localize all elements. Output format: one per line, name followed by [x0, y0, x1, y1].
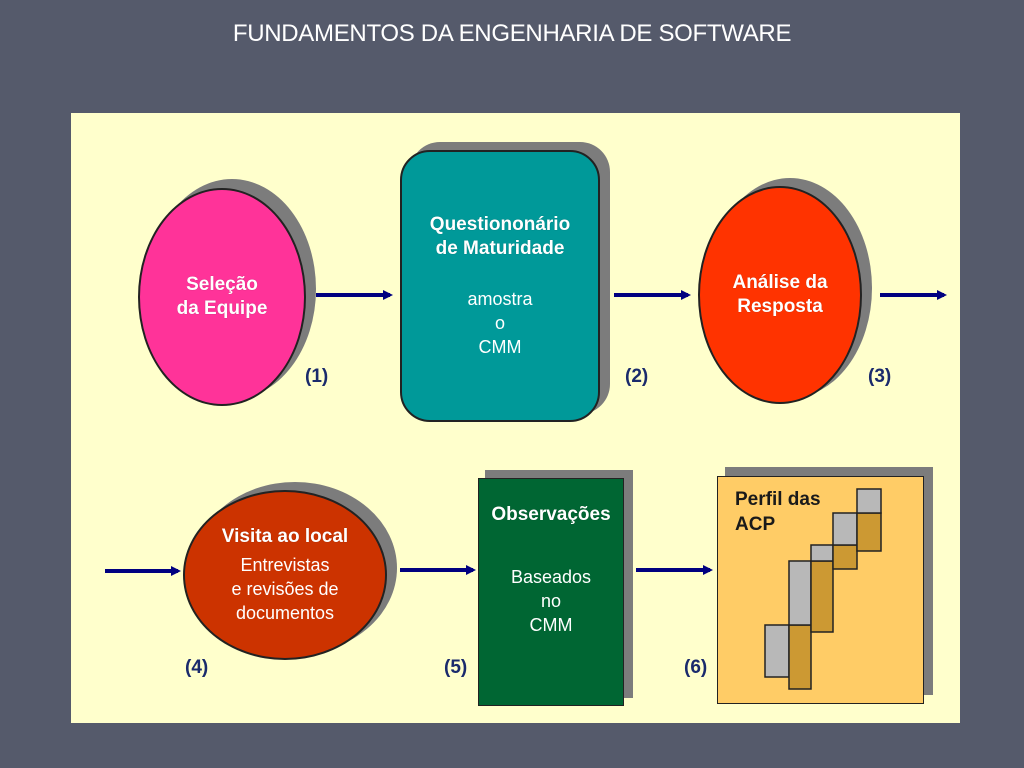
- step-label-5: (5): [444, 657, 468, 678]
- node-3-line2: Resposta: [737, 296, 823, 317]
- node-2-title2: de Maturidade: [435, 238, 565, 259]
- stair-bar-2-gray: [788, 560, 812, 626]
- node-4-body1: Entrevistas: [240, 555, 330, 575]
- node-3-line1: Análise da: [732, 272, 828, 293]
- node-6-title1: Perfil das: [735, 489, 821, 510]
- stair-bar-1-gray: [764, 624, 790, 678]
- node-4-title: Visita ao local: [221, 526, 349, 547]
- node-4-body3: documentos: [235, 603, 335, 623]
- stair-bar-5-gray: [856, 488, 882, 514]
- node-questionario: Questiononário de Maturidade amostra o C…: [400, 150, 600, 422]
- node-5-body2: no: [540, 591, 562, 611]
- stair-bar-4-gold: [856, 512, 882, 552]
- node-2-body1: amostra: [467, 289, 533, 309]
- node-2-body2: o: [494, 313, 505, 333]
- node-2-body3: CMM: [478, 337, 522, 357]
- step-label-6: (6): [684, 657, 708, 678]
- node-analise-resposta: Análise da Resposta: [698, 186, 862, 404]
- node-5-body1: Baseados: [510, 567, 592, 587]
- step-label-1: (1): [305, 366, 329, 387]
- node-perfil-acp: Perfil das ACP: [717, 476, 924, 704]
- step-label-2: (2): [625, 366, 649, 387]
- step-label-3: (3): [868, 366, 892, 387]
- node-2-title1: Questiononário: [429, 214, 571, 235]
- node-5-body3: CMM: [529, 615, 573, 635]
- node-observacoes: Observações Baseados no CMM: [478, 478, 624, 706]
- node-visita-local: Visita ao local Entrevistas e revisões d…: [183, 490, 387, 660]
- stair-bar-2-gold: [810, 560, 834, 633]
- node-1-line2: da Equipe: [176, 298, 268, 319]
- stair-bar-1-gold: [788, 624, 812, 690]
- stair-bar-3-gold: [832, 544, 858, 570]
- slide-title: FUNDAMENTOS DA ENGENHARIA DE SOFTWARE: [232, 20, 792, 47]
- staircase-graphic: [764, 488, 882, 690]
- node-4-body2: e revisões de: [231, 579, 339, 599]
- node-6-title2: ACP: [735, 514, 776, 535]
- stair-bar-4-gray: [832, 512, 858, 546]
- node-1-line1: Seleção: [186, 274, 258, 295]
- node-5-title: Observações: [491, 504, 611, 525]
- node-selecao-equipe: Seleção da Equipe: [138, 188, 306, 406]
- stair-bar-3-gray: [810, 544, 834, 562]
- step-label-4: (4): [185, 657, 209, 678]
